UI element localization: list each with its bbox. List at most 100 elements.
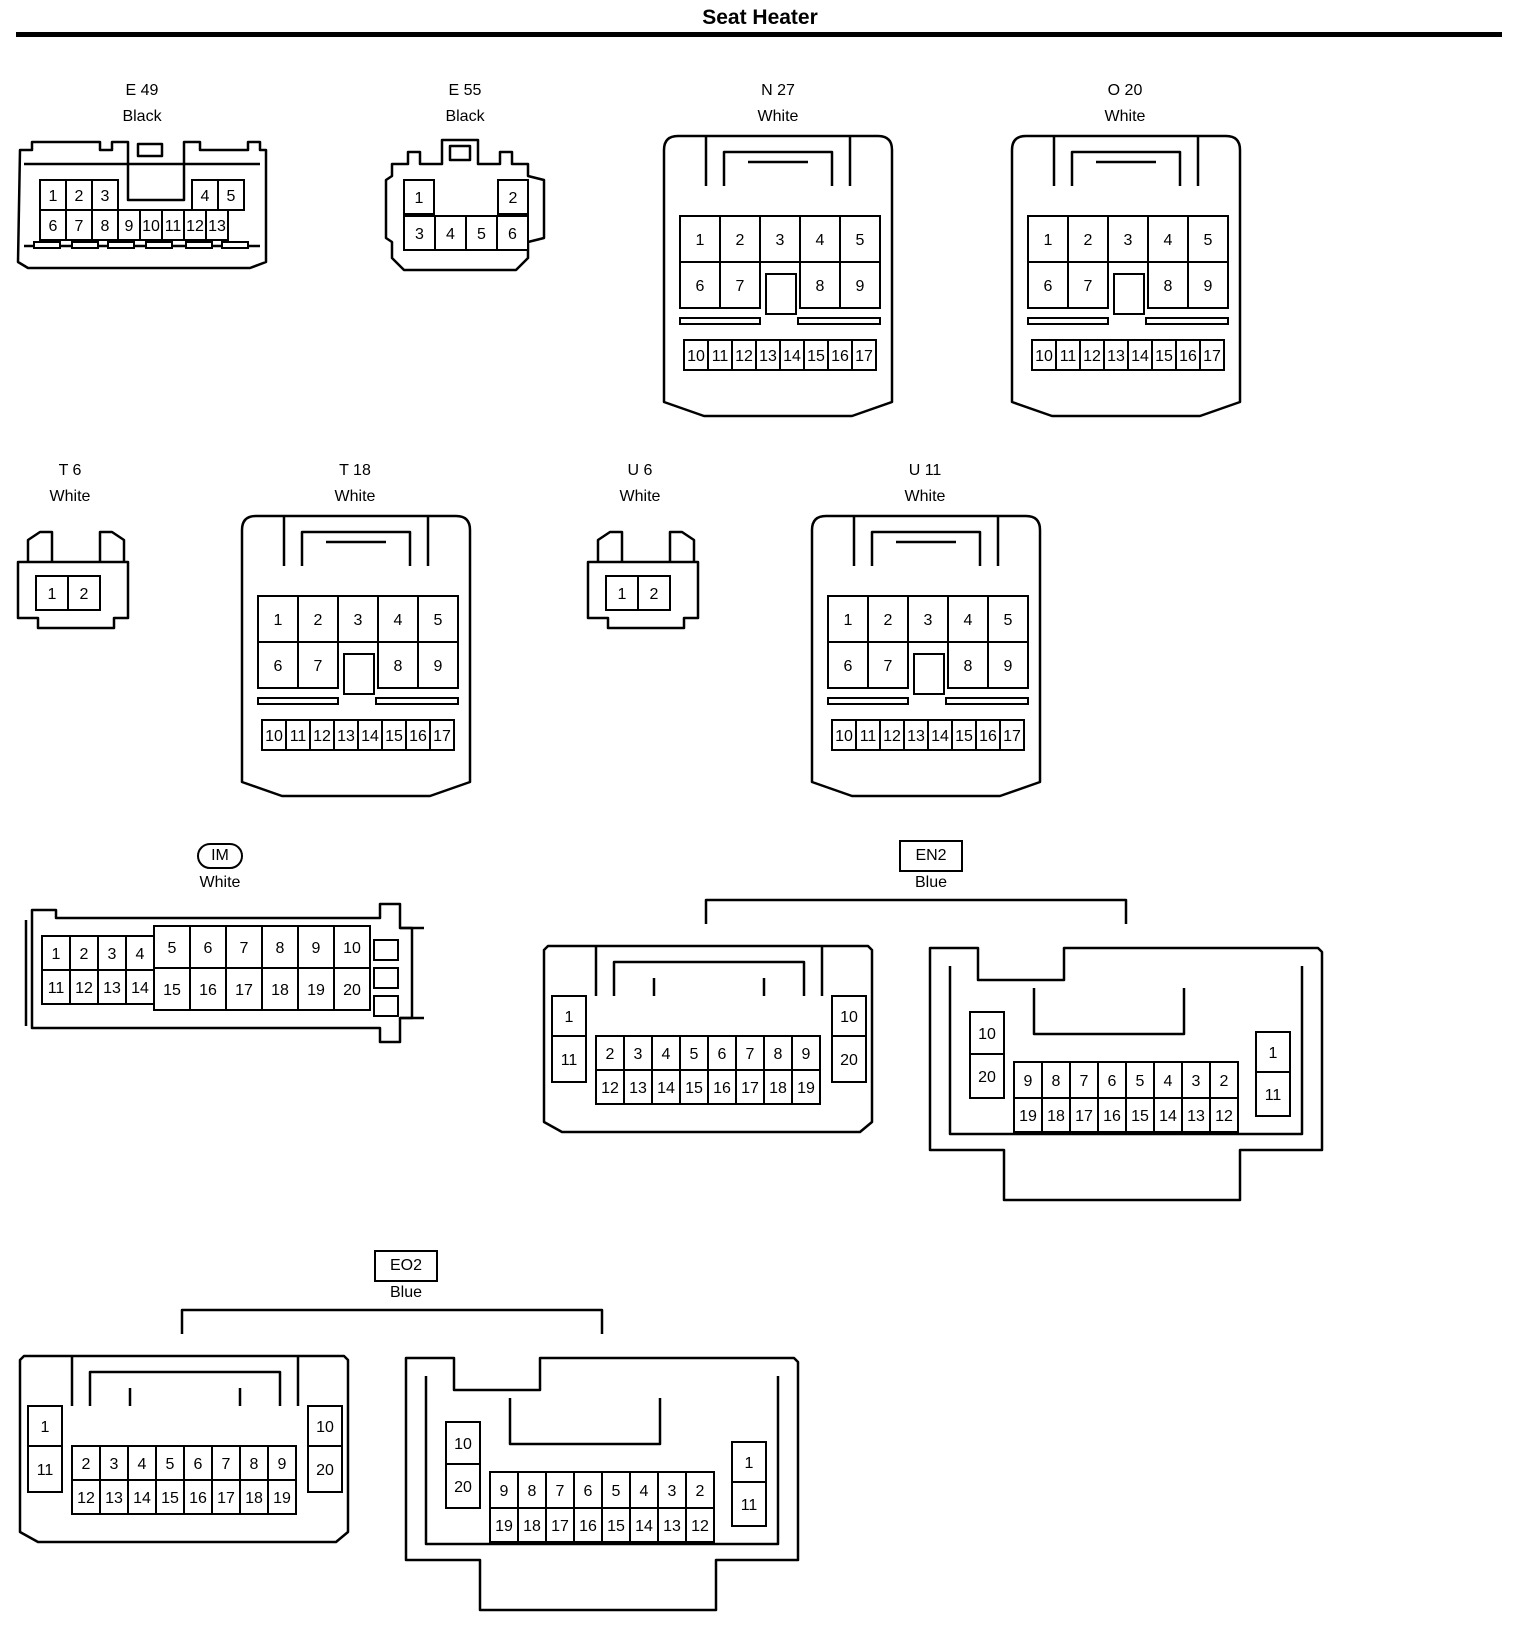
pin-cell-en2-female-5: [679, 1035, 709, 1071]
pin-label-eo2-male-12: 12: [691, 1518, 709, 1535]
pin-label-en2-female-12: 12: [601, 1080, 619, 1097]
housing-en2-female: [542, 944, 874, 1134]
pin-label-im-8: 8: [276, 940, 285, 957]
housing-e49: [16, 140, 268, 270]
pin-label-t18-16: 16: [409, 728, 427, 745]
pin-label-o20-5: 5: [1204, 232, 1213, 249]
pin-cell-u11-2: [867, 595, 909, 643]
pin-cell-en2-male-4: [1153, 1061, 1183, 1099]
pin-label-eo2-male-17: 17: [551, 1518, 569, 1535]
pin-label-eo2-male-5: 5: [612, 1483, 621, 1500]
pin-label-e49-12: 12: [186, 218, 204, 235]
pin-label-eo2-female-19: 19: [273, 1490, 291, 1507]
connector-label-t6: T 6: [58, 462, 82, 479]
pin-label-eo2-female-13: 13: [105, 1490, 123, 1507]
pin-label-eo2-male-16: 16: [579, 1518, 597, 1535]
pin-label-n27-9: 9: [856, 278, 865, 295]
pin-cell-u11-7: [867, 641, 909, 689]
pin-cell-eo2-female-11: [27, 1445, 63, 1493]
pin-label-en2-male-7: 7: [1080, 1073, 1089, 1090]
pin-cell-eo2-female-12: [71, 1479, 101, 1515]
pin-label-o20-15: 15: [1155, 348, 1173, 365]
pin-cell-eo2-male-16: [573, 1507, 603, 1543]
pin-label-en2-male-8: 8: [1052, 1073, 1061, 1090]
key-bar-right-u11: [945, 697, 1029, 705]
pin-cell-en2-female-1: [551, 995, 587, 1037]
pin-label-e49-5: 5: [227, 188, 236, 205]
pin-label-n27-7: 7: [736, 278, 745, 295]
pin-label-eo2-male-7: 7: [556, 1483, 565, 1500]
pin-label-eo2-female-4: 4: [138, 1456, 147, 1473]
pin-cell-o20-4: [1147, 215, 1189, 263]
pin-label-eo2-female-14: 14: [133, 1490, 151, 1507]
pin-label-eo2-female-17: 17: [217, 1490, 235, 1507]
pin-label-en2-female-14: 14: [657, 1080, 675, 1097]
pin-label-u11-14: 14: [931, 728, 949, 745]
pin-label-eo2-female-9: 9: [278, 1456, 287, 1473]
pin-label-im-16: 16: [199, 982, 217, 999]
pin-label-im-18: 18: [271, 982, 289, 999]
pin-label-e55-2: 2: [509, 190, 518, 207]
pin-label-eo2-female-12: 12: [77, 1490, 95, 1507]
housing-eo2-male: [404, 1356, 800, 1612]
pin-cell-n27-11: [707, 339, 733, 371]
pin-label-eo2-female-1: 1: [41, 1419, 50, 1436]
pin-label-eo2-male-19: 19: [495, 1518, 513, 1535]
pin-cell-t6-2: [67, 575, 101, 611]
connector-label-im: IM: [197, 843, 243, 869]
pin-label-eo2-female-16: 16: [189, 1490, 207, 1507]
pin-cell-n27-16: [827, 339, 853, 371]
pin-label-o20-1: 1: [1044, 232, 1053, 249]
pin-label-u11-8: 8: [964, 658, 973, 675]
pin-cell-e49-3: [91, 179, 119, 211]
pin-label-n27-2: 2: [736, 232, 745, 249]
pin-label-en2-female-9: 9: [802, 1046, 811, 1063]
pin-label-en2-female-2: 2: [606, 1046, 615, 1063]
pin-label-o20-13: 13: [1107, 348, 1125, 365]
housing-t6: [16, 530, 130, 630]
connector-label-t18: T 18: [339, 462, 371, 479]
pin-label-eo2-female-5: 5: [166, 1456, 175, 1473]
pin-label-o20-6: 6: [1044, 278, 1053, 295]
pin-label-eo2-male-3: 3: [668, 1483, 677, 1500]
pin-cell-eo2-male-2: [685, 1471, 715, 1509]
connector-label-en2: EN2: [899, 840, 963, 872]
pin-cell-im-14: [125, 969, 155, 1005]
pin-label-n27-15: 15: [807, 348, 825, 365]
pin-label-im-6: 6: [204, 940, 213, 957]
pin-cell-t18-11: [285, 719, 311, 751]
pin-label-en2-male-19: 19: [1019, 1108, 1037, 1125]
pin-label-en2-male-11: 11: [1265, 1087, 1282, 1104]
pin-label-n27-10: 10: [687, 348, 705, 365]
pin-label-im-15: 15: [163, 982, 181, 999]
pin-label-e49-1: 1: [49, 188, 58, 205]
pin-label-en2-female-16: 16: [713, 1080, 731, 1097]
pin-label-n27-4: 4: [816, 232, 825, 249]
pin-label-eo2-female-6: 6: [194, 1456, 203, 1473]
pin-label-en2-female-18: 18: [769, 1080, 787, 1097]
pin-cell-e49-13: [205, 209, 229, 241]
pin-slot-e49-1: [71, 241, 99, 249]
pin-label-en2-female-5: 5: [690, 1046, 699, 1063]
pin-label-e49-11: 11: [165, 218, 182, 235]
pin-label-im-11: 11: [48, 980, 65, 997]
pin-label-eo2-male-8: 8: [528, 1483, 537, 1500]
connector-label-eo2: EO2: [374, 1250, 438, 1282]
connector-color-n27: White: [757, 108, 799, 125]
pin-label-n27-16: 16: [831, 348, 849, 365]
pin-label-u11-3: 3: [924, 612, 933, 629]
pin-label-t6-1: 1: [48, 586, 57, 603]
connector-color-im: White: [199, 874, 241, 891]
pin-label-en2-female-4: 4: [662, 1046, 671, 1063]
pin-cell-eo2-female-14: [127, 1479, 157, 1515]
pin-cell-im-11: [41, 969, 71, 1005]
pin-label-t18-8: 8: [394, 658, 403, 675]
pin-label-o20-14: 14: [1131, 348, 1149, 365]
key-bar-left-o20: [1027, 317, 1109, 325]
pin-cell-en2-female-13: [623, 1069, 653, 1105]
connector-label-u6: U 6: [627, 462, 653, 479]
pin-cell-eo2-female-9: [267, 1445, 297, 1481]
pin-label-u11-17: 17: [1003, 728, 1021, 745]
pin-cell-u6-2: [637, 575, 671, 611]
pin-label-en2-female-17: 17: [741, 1080, 759, 1097]
